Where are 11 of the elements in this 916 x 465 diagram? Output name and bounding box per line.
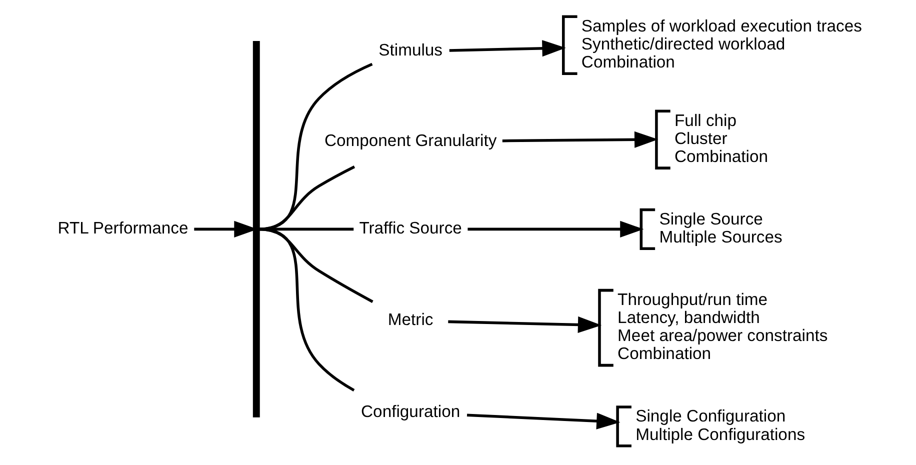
node-text: RTL Performance xyxy=(57,218,188,237)
node-text: Stimulus xyxy=(378,40,442,60)
node-text: Component Granularity xyxy=(324,130,496,150)
node-text: Full chip Cluster Combination xyxy=(674,110,768,166)
node-text: Single Source Multiple Sources xyxy=(658,208,782,246)
node-text: Traffic Source xyxy=(358,218,462,237)
node-text: Samples of workload execution traces Synthetic/directed workload Combination xyxy=(580,16,862,71)
node-text: Metric xyxy=(387,310,433,329)
node-text: Configuration xyxy=(360,401,460,420)
node-text: Single Configuration Multiple Configurations xyxy=(635,406,805,444)
node-text: Throughput/run time Latency, bandwidth Meet area/power constraints Combination xyxy=(617,290,828,363)
